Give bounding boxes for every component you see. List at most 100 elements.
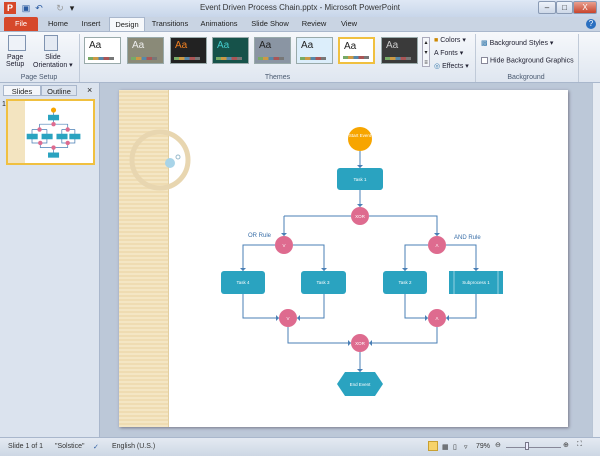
task-1-label: Task 1: [353, 177, 367, 182]
save-icon[interactable]: ▣: [21, 3, 31, 13]
tab-outline[interactable]: Outline: [41, 85, 77, 96]
normal-view-icon[interactable]: [428, 441, 438, 451]
tab-home[interactable]: Home: [47, 19, 68, 28]
theme-3[interactable]: Aa: [170, 37, 207, 64]
checkbox-icon: [481, 57, 488, 64]
undo-icon[interactable]: ↶: [35, 3, 43, 13]
theme-solstice-selected[interactable]: Aa: [338, 37, 375, 64]
thumb-background-strip: [8, 101, 25, 163]
theme-office[interactable]: Aa: [84, 37, 121, 64]
or-join-gateway[interactable]: [279, 309, 297, 327]
zoom-slider-thumb[interactable]: [525, 442, 530, 450]
hide-background-graphics-checkbox[interactable]: Hide Background Graphics: [481, 57, 574, 64]
fonts-button[interactable]: A Fonts ▾: [434, 49, 463, 57]
tab-view[interactable]: View: [340, 19, 358, 28]
spell-check-icon[interactable]: ✓: [93, 444, 99, 451]
zoom-slider[interactable]: [506, 447, 561, 448]
end-event-label: End Event: [350, 382, 372, 387]
task-4-label: Task 4: [236, 280, 250, 285]
background-group-label: Background: [507, 74, 545, 81]
theme-4[interactable]: Aa: [212, 37, 249, 64]
slide-indicator: Slide 1 of 1: [8, 443, 44, 450]
tab-slides[interactable]: Slides: [3, 85, 41, 96]
tab-insert[interactable]: Insert: [81, 19, 101, 28]
customize-qat-icon[interactable]: ▾: [69, 3, 75, 13]
close-pane-icon[interactable]: ×: [87, 85, 93, 95]
effects-button[interactable]: ◎ Effects ▾: [434, 62, 469, 70]
and-split-gateway[interactable]: [428, 236, 446, 254]
ribbon-tabs: File Home Insert Design Transitions Anim…: [0, 17, 600, 31]
and-split-symbol: Λ: [435, 243, 438, 248]
task-2[interactable]: [383, 271, 427, 294]
window-title: Event Driven Process Chain.pptx - Micros…: [199, 3, 401, 12]
tab-file[interactable]: File: [4, 17, 38, 31]
task-3-label: Task 3: [316, 280, 330, 285]
reading-view-icon[interactable]: ▯: [453, 444, 457, 451]
zoom-in-icon[interactable]: ⊕: [563, 442, 569, 449]
connectors: [242, 151, 477, 372]
or-join-symbol: V: [286, 316, 289, 321]
subprocess-1[interactable]: [449, 271, 503, 294]
powerpoint-logo-icon: P: [4, 2, 16, 14]
theme-name[interactable]: "Solstice": [55, 443, 85, 450]
thumbnail-diagram: [26, 107, 81, 158]
close-button[interactable]: X: [573, 1, 597, 14]
decor-small-dot: [175, 154, 181, 160]
theme-preview-text: Aa: [217, 40, 230, 51]
slide-orientation-button[interactable]: Slide Orientation ▾: [33, 54, 73, 69]
slide-number: 1: [2, 101, 6, 108]
page-setup-group-label: Page Setup: [20, 74, 58, 81]
start-event-label: Start Event: [349, 133, 372, 138]
slide-show-icon[interactable]: ▿: [464, 444, 468, 451]
zoom-out-icon[interactable]: ⊖: [495, 442, 501, 449]
slide-decor-strip: [119, 90, 169, 427]
task-3[interactable]: [301, 271, 346, 294]
themes-group-label: Themes: [264, 74, 291, 81]
tab-design[interactable]: Design: [109, 17, 145, 31]
zoom-level[interactable]: 79%: [476, 443, 491, 450]
slide-thumbnail[interactable]: [6, 99, 95, 165]
task-1[interactable]: [337, 168, 383, 190]
tab-slide-show[interactable]: Slide Show: [251, 19, 289, 28]
maximize-button[interactable]: □: [556, 1, 573, 14]
page-setup-button[interactable]: Page Setup: [6, 54, 25, 68]
theme-8[interactable]: Aa: [381, 37, 418, 64]
help-icon[interactable]: ?: [586, 19, 596, 29]
tab-review[interactable]: Review: [301, 19, 327, 28]
theme-preview-text: Aa: [132, 40, 145, 51]
start-event[interactable]: [348, 127, 372, 151]
decor-ring: [129, 129, 191, 191]
minimize-button[interactable]: –: [538, 1, 556, 14]
vertical-scrollbar[interactable]: [592, 83, 600, 437]
theme-2[interactable]: Aa: [127, 37, 164, 64]
slide-orientation-icon: [44, 35, 58, 51]
language[interactable]: English (U.S.): [112, 443, 156, 450]
fonts-label: Fonts ▾: [440, 50, 464, 57]
decor-dot: [165, 158, 175, 168]
colors-button[interactable]: ■ Colors ▾: [434, 36, 466, 44]
title-bar: P ▣ ↶ ↻ ▾ Event Driven Process Chain.ppt…: [0, 0, 600, 17]
slide[interactable]: Start Event Task 1 XOR V Λ Task 4 Task 3…: [119, 90, 568, 427]
background-styles-icon: ▩: [481, 40, 488, 47]
fonts-icon: A: [434, 50, 439, 57]
task-4[interactable]: [221, 271, 265, 294]
theme-preview-text: Aa: [344, 41, 357, 52]
end-event[interactable]: [337, 372, 383, 396]
slide-sorter-icon[interactable]: ▦: [442, 444, 449, 451]
xor-split-gateway[interactable]: [351, 207, 369, 225]
and-join-gateway[interactable]: [428, 309, 446, 327]
tab-transitions[interactable]: Transitions: [151, 19, 189, 28]
or-split-gateway[interactable]: [275, 236, 293, 254]
xor-join-gateway[interactable]: [351, 334, 369, 352]
tab-animations[interactable]: Animations: [200, 19, 238, 28]
effects-label: Effects ▾: [442, 63, 469, 70]
xor-bottom-label: XOR: [355, 341, 366, 346]
themes-scroll-buttons[interactable]: ▴▾≡: [422, 37, 430, 67]
theme-preview-text: Aa: [89, 40, 102, 51]
fit-to-window-icon[interactable]: ⛶: [577, 441, 582, 448]
redo-icon[interactable]: ↻: [56, 3, 64, 13]
colors-icon: ■: [434, 37, 439, 44]
theme-6[interactable]: Aa: [296, 37, 333, 64]
theme-5[interactable]: Aa: [254, 37, 291, 64]
background-styles-button[interactable]: ▩ Background Styles ▾: [481, 39, 553, 47]
